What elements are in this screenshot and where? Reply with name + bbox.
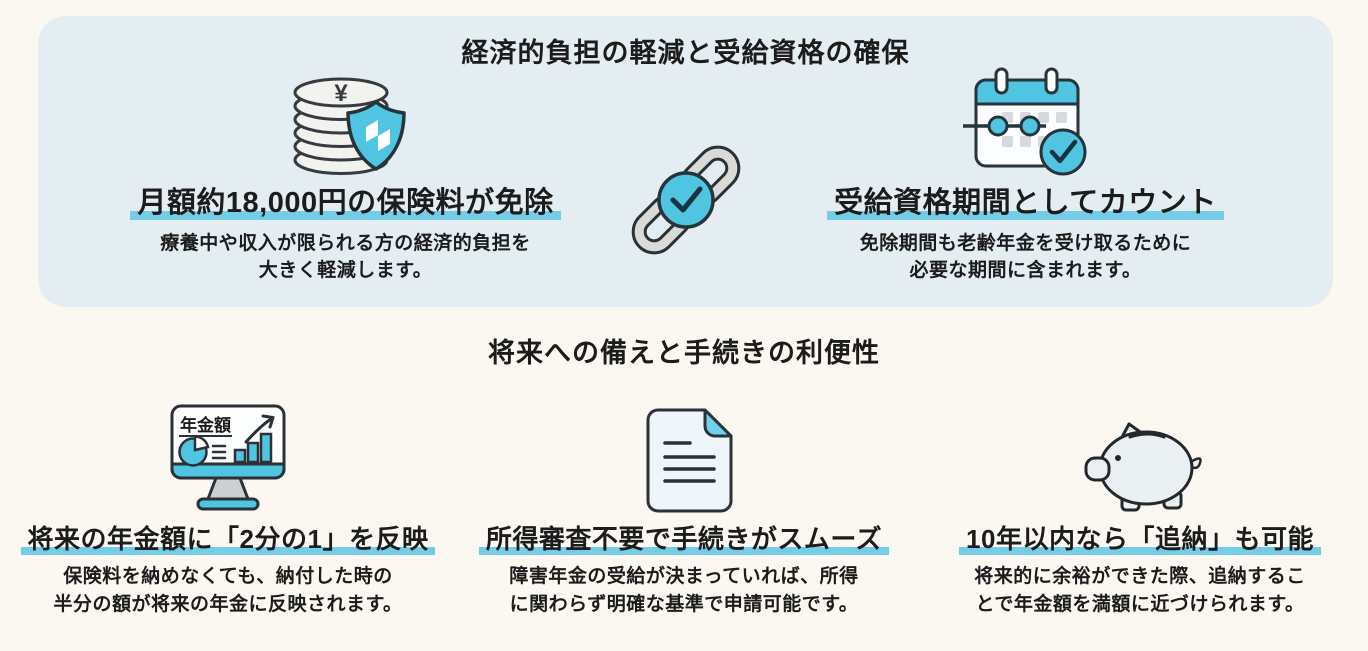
pension-monitor-icon: 年金額: [162, 388, 294, 515]
card2-description: 免除期間も老齢年金を受け取るために 必要な期間に含まれます。: [859, 232, 1192, 282]
monitor-screen-label: 年金額: [180, 415, 231, 435]
card-qualification-period: 受給資格期間としてカウント 免除期間も老齢年金を受け取るために 必要な期間に含ま…: [756, 66, 1296, 285]
card-premium-exemption: ¥ 月額約18,000円の保険料が免除 療養中や収入が限られる方の経済的負担を …: [76, 66, 616, 285]
section1-title: 経済的負担の軽減と受給資格の確保: [461, 38, 910, 68]
link-check-icon: [616, 66, 756, 260]
card1-description: 療養中や収入が限られる方の経済的負担を 大きく軽減します。: [160, 232, 531, 282]
section1-cards-row: ¥ 月額約18,000円の保険料が免除 療養中や収入が限られる方の経済的負担を …: [38, 66, 1333, 285]
card-pension-reflection: 年金額 将来の年金額に「2分の1」を反映 保険料を納めなくても、納付した時の 半…: [0, 388, 456, 618]
section2-title: 将来への備えと手続きの利便性: [488, 338, 880, 368]
document-icon: [628, 388, 740, 515]
piggy-bank-icon: [1070, 388, 1210, 515]
section-economic-benefits: 経済的負担の軽減と受給資格の確保 ¥: [38, 16, 1333, 307]
coins-shield-icon: ¥: [281, 66, 411, 178]
card3-heading: 将来の年金額に「2分の1」を反映: [20, 524, 436, 555]
card-no-income-screening: 所得審査不要で手続きがスムーズ 障害年金の受給が決まっていれば、所得 に関わらず…: [456, 388, 912, 618]
card5-heading: 10年以内なら「追納」も可能: [959, 524, 1321, 555]
card4-description: 障害年金の受給が決まっていれば、所得 に関わらず明確な基準で申請可能です。: [509, 566, 859, 615]
card-back-payment: 10年以内なら「追納」も可能 将来的に余裕ができた際、追納するこ とで年金額を満…: [912, 388, 1368, 618]
calendar-check-icon: [960, 66, 1092, 178]
section2-cards-row: 年金額 将来の年金額に「2分の1」を反映 保険料を納めなくても、納付した時の 半…: [0, 388, 1368, 618]
card3-description: 保険料を納めなくても、納付した時の 半分の額が将来の年金に反映されます。: [53, 566, 403, 615]
card4-heading: 所得審査不要で手続きがスムーズ: [478, 524, 890, 555]
card5-description: 将来的に余裕ができた際、追納するこ とで年金額を満額に近づけられます。: [974, 566, 1306, 615]
card2-heading: 受給資格期間としてカウント: [827, 186, 1224, 221]
card1-heading: 月額約18,000円の保険料が免除: [130, 186, 561, 221]
svg-text:¥: ¥: [334, 80, 348, 107]
